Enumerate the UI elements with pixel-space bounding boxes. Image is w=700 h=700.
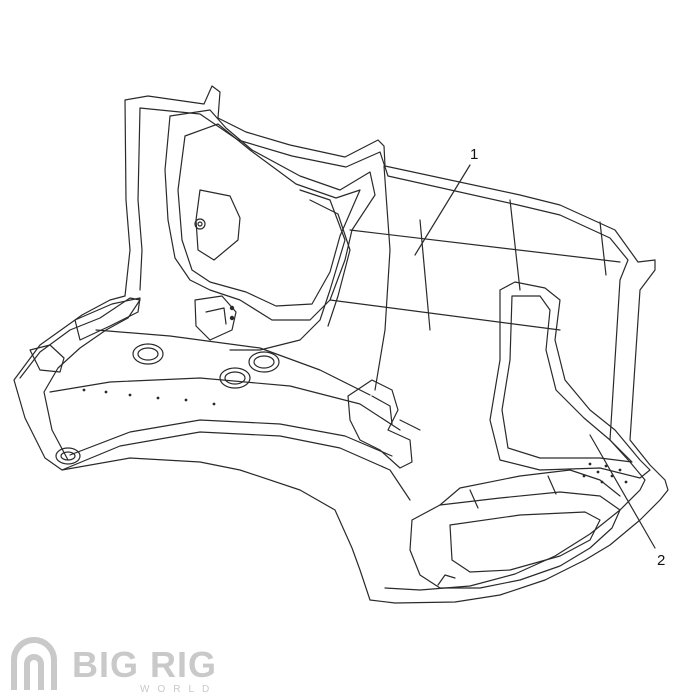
big-rig-world-logo [11, 637, 57, 690]
right-rib-inner [501, 295, 633, 463]
rivet-dots [82, 388, 628, 484]
callout-label-1: 1 [470, 146, 479, 163]
callout-label-2: 2 [657, 552, 666, 569]
panel-outline [13, 85, 669, 604]
front-lower-edge [61, 431, 411, 501]
leader-line-1 [414, 164, 471, 256]
mount-bolt [194, 218, 206, 230]
headlamp-opening [409, 491, 621, 589]
panel-seam [374, 165, 391, 391]
floor-grommet [219, 367, 251, 389]
right-mount-bracket [347, 379, 413, 469]
tower-recess [195, 189, 241, 261]
logo-subtext: WORLD [140, 684, 218, 695]
right-rib [489, 281, 651, 479]
logo-text: BIG RIG [72, 644, 218, 685]
left-bracket [74, 297, 141, 341]
left-wall-edge [137, 107, 143, 291]
side-grommet [55, 447, 81, 465]
floor-grommet [248, 351, 280, 373]
center-mount-bracket [194, 295, 237, 341]
left-tower [164, 109, 376, 321]
left-fender-flange [19, 297, 141, 461]
front-face-curve [49, 377, 401, 431]
center-channel [229, 189, 346, 351]
left-tower-inner [177, 123, 361, 307]
headlamp-inner [449, 511, 601, 573]
panel-inner-rim [139, 107, 646, 591]
floor-grommet [132, 343, 164, 365]
leader-line-2 [589, 434, 656, 549]
watermark: BIG RIG WORLD [0, 640, 260, 700]
